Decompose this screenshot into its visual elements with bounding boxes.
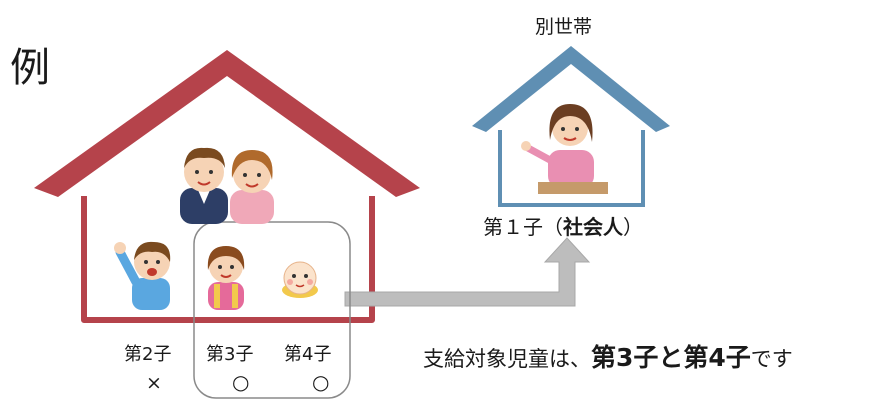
- conclusion-eligible-children: 第3子と第4子: [591, 343, 751, 372]
- fourth-child-mark: ○: [312, 370, 330, 394]
- fourth-child-illustration: [282, 261, 318, 298]
- first-child-label-occupation: 社会人: [563, 215, 623, 239]
- separate-house-roof: [472, 46, 670, 132]
- mother-illustration: [230, 150, 274, 224]
- conclusion-suffix: です: [750, 347, 793, 371]
- second-child-illustration: [114, 241, 171, 310]
- first-child-label-suffix: ）: [623, 215, 643, 239]
- first-child-label: 第１子（社会人）: [483, 211, 643, 240]
- third-child-illustration: [207, 246, 245, 310]
- first-child-label-prefix: 第１子（: [483, 215, 563, 239]
- transfer-arrow: [344, 237, 591, 307]
- fourth-child-label: 第4子: [284, 344, 332, 365]
- eligible-children-box: [193, 221, 351, 399]
- main-house-walls: [81, 196, 375, 323]
- main-house: [34, 50, 420, 323]
- main-house-roof: [34, 50, 420, 197]
- third-child-mark: ○: [232, 370, 250, 394]
- third-child-label: 第3子: [206, 344, 254, 365]
- conclusion-prefix: 支給対象児童は、: [423, 347, 591, 371]
- separate-household-title: 別世帯: [535, 16, 593, 38]
- second-child-label: 第2子: [124, 344, 172, 365]
- separate-house-walls: [498, 130, 645, 207]
- conclusion-text: 支給対象児童は、第3子と第4子です: [423, 338, 793, 374]
- father-illustration: [180, 147, 228, 224]
- first-child-illustration: [521, 104, 608, 194]
- example-label: 例: [10, 45, 50, 91]
- second-child-mark: ×: [146, 372, 162, 394]
- separate-house: [472, 46, 670, 207]
